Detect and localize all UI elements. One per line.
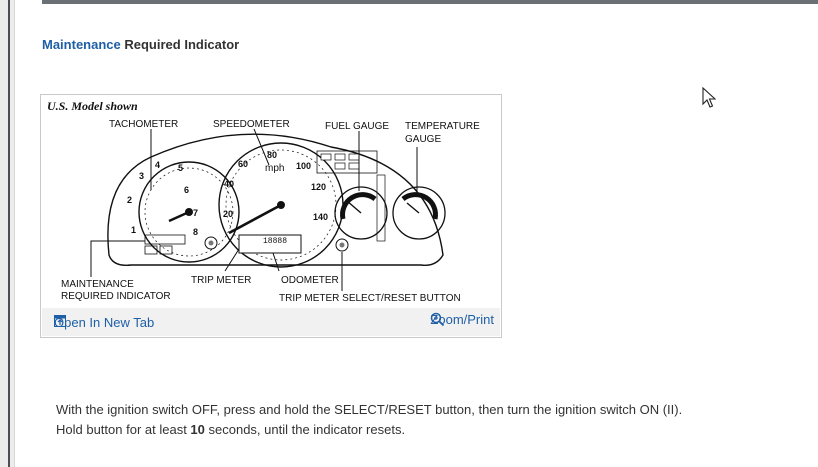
label-fuel-gauge: FUEL GAUGE xyxy=(325,121,389,132)
label-odometer: ODOMETER xyxy=(281,275,339,286)
tach-5: 5 xyxy=(178,163,183,173)
left-rail xyxy=(0,0,15,467)
instruction-text: With the ignition switch OFF, press and … xyxy=(56,400,682,440)
open-new-tab-link[interactable]: Open In New Tab xyxy=(54,315,154,330)
title-rest: Required Indicator xyxy=(124,37,240,52)
speed-120: 120 xyxy=(311,182,326,192)
rail-line xyxy=(8,0,10,467)
lamp-e xyxy=(348,162,360,170)
label-temperature-2: GAUGE xyxy=(405,134,441,145)
label-trip-reset: TRIP METER SELECT/RESET BUTTON xyxy=(279,293,461,304)
tach-6: 6 xyxy=(184,185,189,195)
temperature-gauge-dial xyxy=(392,186,446,240)
zoom-icon xyxy=(431,312,445,327)
trip-meter-knob-center xyxy=(208,240,214,246)
speed-60: 60 xyxy=(238,159,248,169)
tach-8: 8 xyxy=(193,227,198,237)
speed-hub xyxy=(277,201,285,209)
label-maintenance-1: MAINTENANCE xyxy=(61,279,134,290)
temperature-needle xyxy=(406,202,420,214)
zoom-print-link[interactable]: Zoom/Print xyxy=(430,312,494,327)
speed-140: 140 xyxy=(313,212,328,222)
shift-indicator xyxy=(376,174,386,242)
tach-7: 7 xyxy=(193,208,198,218)
temperature-gauge-arc xyxy=(401,192,438,220)
figure-footer: Open In New Tab Zoom/Print xyxy=(42,308,500,336)
label-temperature-1: TEMPERATURE xyxy=(405,121,480,132)
caption: U.S. Model shown xyxy=(47,99,138,113)
figure-panel: U.S. Model shown 1 2 3 4 5 6 7 8 20 40 6… xyxy=(40,94,502,338)
instruction-pre: Hold button for at least xyxy=(56,422,191,437)
instrument-cluster-diagram[interactable]: U.S. Model shown 1 2 3 4 5 6 7 8 20 40 6… xyxy=(41,95,501,309)
instruction-seconds: 10 xyxy=(190,422,205,437)
select-reset-knob-center xyxy=(339,242,345,248)
odometer-digits: 18888 xyxy=(263,237,287,246)
tach-hub xyxy=(185,208,193,216)
trip-meter-knob xyxy=(204,236,218,250)
top-bar xyxy=(42,0,818,4)
zoom-print-label: Zoom/Print xyxy=(430,312,494,327)
lamp-a xyxy=(320,153,332,161)
trip-meter-leader xyxy=(224,248,240,272)
open-tab-icon xyxy=(54,315,66,327)
instruction-post: seconds, until the indicator resets. xyxy=(204,422,406,437)
open-new-tab-label: Open In New Tab xyxy=(54,315,155,330)
lamp-b xyxy=(334,153,346,161)
tachometer-ticks xyxy=(144,167,234,257)
odometer-leader xyxy=(272,252,280,272)
select-reset-knob xyxy=(335,238,349,252)
warning-lamp-2 xyxy=(159,245,173,255)
maintenance-leader xyxy=(90,240,145,277)
mouse-cursor-icon xyxy=(702,86,717,114)
label-trip-meter: TRIP METER xyxy=(191,275,251,286)
label-speedometer: SPEEDOMETER xyxy=(213,119,290,130)
tach-4: 4 xyxy=(155,160,160,170)
maintenance-indicator-lamp xyxy=(144,234,186,245)
cluster-outline xyxy=(107,133,444,266)
label-maintenance-2: REQUIRED INDICATOR xyxy=(61,291,171,302)
lamp-c xyxy=(348,153,360,161)
tachometer-dial xyxy=(138,161,240,263)
tach-1: 1 xyxy=(131,225,136,235)
warning-lamp-1 xyxy=(144,245,158,255)
tach-3: 3 xyxy=(139,171,144,181)
instruction-line-1: With the ignition switch OFF, press and … xyxy=(56,402,683,417)
speed-unit: mph xyxy=(265,163,284,174)
lamp-d xyxy=(334,162,346,170)
odometer-display xyxy=(238,234,302,254)
fuel-gauge-dial xyxy=(334,186,388,240)
label-tachometer: TACHOMETER xyxy=(109,119,178,130)
speed-20: 20 xyxy=(223,209,233,219)
indicator-lamp-block xyxy=(316,150,378,174)
maintenance-link[interactable]: Maintenance xyxy=(42,37,121,52)
speed-80: 80 xyxy=(267,150,277,160)
speed-40: 40 xyxy=(224,179,234,189)
fuel-gauge-arc xyxy=(340,192,377,220)
speed-needle xyxy=(228,203,282,235)
speedometer-leader xyxy=(253,128,270,166)
page-title: Maintenance Required Indicator xyxy=(42,37,239,52)
speed-100: 100 xyxy=(296,161,311,171)
tach-2: 2 xyxy=(127,195,132,205)
instruction-line-2: Hold button for at least 10 seconds, unt… xyxy=(56,420,682,440)
fuel-needle xyxy=(346,200,362,214)
